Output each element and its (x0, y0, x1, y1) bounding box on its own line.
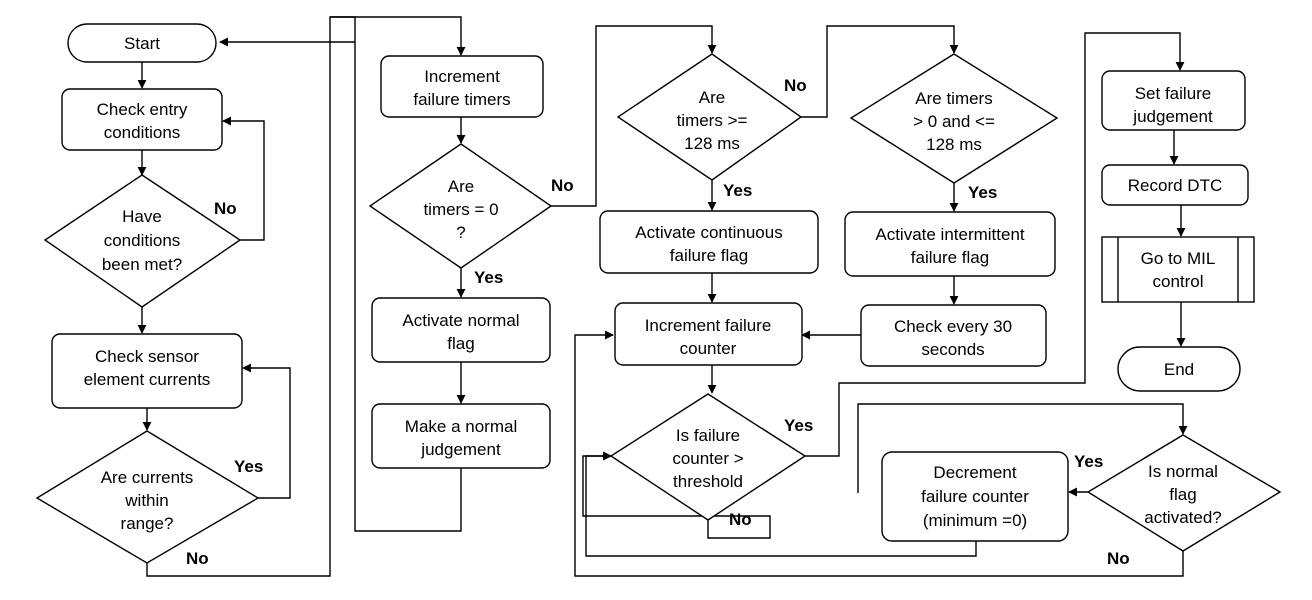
check-every-30-seconds-box: Check every 30 seconds (860, 304, 1047, 367)
are-currents-within-range-decision: Are currents within range? (35, 430, 260, 564)
label-no-timers-zero: No (551, 176, 574, 195)
end-terminal: End (1117, 346, 1241, 392)
label-yes-threshold: Yes (784, 416, 813, 435)
svg-text:flag: flag (1169, 485, 1196, 504)
edge-is-threshold-yes-to-set-failure (805, 32, 1185, 457)
edge-make-normal-back-to-main (354, 42, 462, 532)
svg-text:Decrement: Decrement (933, 463, 1016, 482)
svg-text:Start: Start (124, 34, 160, 53)
svg-text:Have: Have (122, 207, 162, 226)
svg-text:Are currents: Are currents (101, 468, 194, 487)
svg-text:counter: counter (680, 339, 737, 358)
svg-text:Activate intermittent: Activate intermittent (875, 225, 1025, 244)
svg-text:range?: range? (121, 514, 174, 533)
svg-text:judgement: judgement (1132, 107, 1213, 126)
svg-text:flag: flag (447, 334, 474, 353)
svg-text:Make a normal: Make a normal (405, 417, 517, 436)
svg-text:Set failure: Set failure (1135, 84, 1212, 103)
svg-text:Go to MIL: Go to MIL (1141, 249, 1216, 268)
edge-is-normal-flag-no (574, 330, 1184, 577)
svg-text:been met?: been met? (102, 255, 182, 274)
svg-text:Are: Are (699, 88, 725, 107)
svg-text:failure counter: failure counter (921, 487, 1029, 506)
svg-text:(minimum =0): (minimum =0) (923, 511, 1027, 530)
label-no-threshold: No (729, 510, 752, 529)
decrement-failure-counter-box: Decrement failure counter (minimum =0) (881, 451, 1069, 542)
svg-text:Are: Are (448, 177, 474, 196)
svg-text:Activate continuous: Activate continuous (635, 223, 782, 242)
go-to-mil-control-process: Go to MIL control (1101, 236, 1255, 303)
svg-text:Are timers: Are timers (915, 89, 992, 108)
svg-text:seconds: seconds (921, 340, 984, 359)
label-yes-timers-zero: Yes (474, 268, 503, 287)
is-normal-flag-activated-decision: Is normal flag activated? (1086, 434, 1282, 552)
connectors (137, 16, 1188, 577)
svg-text:Is failure: Is failure (676, 426, 740, 445)
activate-intermittent-flag-box: Activate intermittent failure flag (844, 211, 1056, 277)
increment-failure-counter-box: Increment failure counter (614, 302, 803, 366)
edge-is-threshold-no-loop (582, 451, 771, 539)
svg-text:128 ms: 128 ms (684, 134, 740, 153)
check-entry-conditions-box: Check entry conditions (61, 88, 223, 151)
activate-normal-flag-box: Activate normal flag (371, 297, 551, 363)
label-no-currents: No (186, 549, 209, 568)
nodes: Start Check entry conditions Have condit… (35, 23, 1282, 564)
label-no-timers-128: No (784, 76, 807, 95)
edge-are-timers-zero-no (551, 25, 717, 207)
svg-text:Activate normal: Activate normal (402, 311, 519, 330)
label-no-conditions: No (214, 199, 237, 218)
svg-text:Check every 30: Check every 30 (894, 317, 1012, 336)
svg-text:timers >=: timers >= (677, 111, 748, 130)
check-sensor-currents-box: Check sensor element currents (51, 333, 243, 409)
svg-text:End: End (1164, 360, 1194, 379)
have-conditions-decision: Have conditions been met? (43, 174, 242, 308)
start-terminal: Start (67, 23, 217, 63)
svg-text:> 0 and <=: > 0 and <= (913, 112, 995, 131)
svg-text:Is normal: Is normal (1148, 462, 1218, 481)
svg-text:control: control (1152, 272, 1203, 291)
edge-labels: No Yes No No Yes No Yes Yes Yes No Yes N… (186, 76, 1130, 568)
increment-failure-timers-box: Increment failure timers (380, 55, 544, 118)
svg-text:activated?: activated? (1144, 508, 1222, 527)
svg-text:Increment: Increment (424, 67, 500, 86)
svg-text:threshold: threshold (673, 472, 743, 491)
svg-text:?: ? (456, 223, 465, 242)
edge-decrement-to-is-threshold (585, 451, 977, 557)
svg-text:conditions: conditions (104, 123, 181, 142)
is-counter-over-threshold-decision: Is failure counter > threshold (609, 393, 807, 521)
svg-text:Record DTC: Record DTC (1128, 176, 1222, 195)
record-dtc-box: Record DTC (1101, 164, 1249, 206)
edge-into-is-normal-flag (857, 403, 1188, 493)
edge-are-timers-128-no (801, 25, 959, 118)
activate-continuous-flag-box: Activate continuous failure flag (599, 210, 819, 274)
set-failure-judgement-box: Set failure judgement (1101, 70, 1246, 131)
label-yes-timers-128: Yes (723, 181, 752, 200)
svg-text:Increment failure: Increment failure (645, 316, 772, 335)
edge-have-conditions-no-loop (222, 116, 265, 241)
svg-text:within: within (124, 491, 168, 510)
label-yes-currents: Yes (234, 457, 263, 476)
label-yes-timers-range: Yes (968, 183, 997, 202)
svg-text:failure flag: failure flag (911, 248, 989, 267)
svg-text:element currents: element currents (84, 370, 211, 389)
are-timers-in-range-decision: Are timers > 0 and <= 128 ms (849, 53, 1059, 184)
are-timers-zero-decision: Are timers = 0 ? (368, 143, 553, 269)
are-timers-gte-128-decision: Are timers >= 128 ms (616, 53, 803, 181)
svg-text:Check entry: Check entry (97, 100, 188, 119)
svg-text:timers = 0: timers = 0 (423, 200, 498, 219)
svg-text:128 ms: 128 ms (926, 135, 982, 154)
svg-text:judgement: judgement (420, 440, 501, 459)
svg-text:failure flag: failure flag (670, 246, 748, 265)
label-no-normal-flag: No (1107, 549, 1130, 568)
svg-text:counter >: counter > (672, 449, 743, 468)
make-normal-judgement-box: Make a normal judgement (371, 403, 551, 469)
edge-into-increment-timers (330, 16, 466, 56)
svg-text:Check sensor: Check sensor (95, 347, 199, 366)
svg-text:failure timers: failure timers (413, 90, 510, 109)
label-yes-normal-flag: Yes (1074, 452, 1103, 471)
svg-text:conditions: conditions (104, 231, 181, 250)
edge-are-currents-yes-loop (242, 363, 291, 499)
